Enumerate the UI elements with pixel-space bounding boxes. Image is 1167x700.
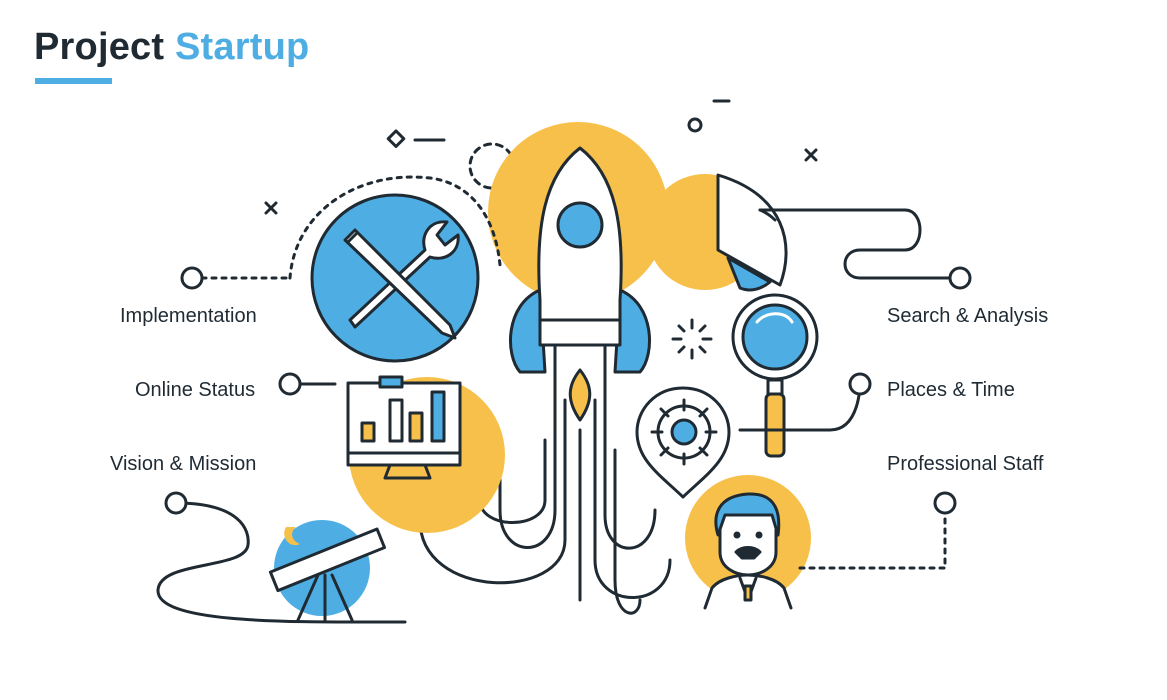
- location-gear-icon: [635, 372, 872, 499]
- label-online-status: Online Status: [135, 379, 256, 401]
- pie-chart-icon: [716, 173, 972, 292]
- sparkle-icon: [671, 318, 713, 360]
- label-implementation: Implementation: [120, 305, 257, 327]
- businessman-icon: [685, 475, 957, 610]
- telescope-icon: [156, 491, 407, 624]
- magnifier-icon: [731, 293, 819, 458]
- monitor-chart-icon: [278, 372, 505, 533]
- page-title: Project Startup: [34, 26, 309, 69]
- title-word-startup: Startup: [175, 26, 310, 68]
- label-places-time: Places & Time: [887, 379, 1015, 401]
- title-underline: [35, 78, 112, 84]
- tools-icon: [180, 175, 502, 363]
- label-search-analysis: Search & Analysis: [887, 305, 1049, 327]
- title-word-project: Project: [34, 26, 165, 68]
- label-vision-mission: Vision & Mission: [110, 453, 257, 475]
- label-professional-staff: Professional Staff: [887, 453, 1044, 475]
